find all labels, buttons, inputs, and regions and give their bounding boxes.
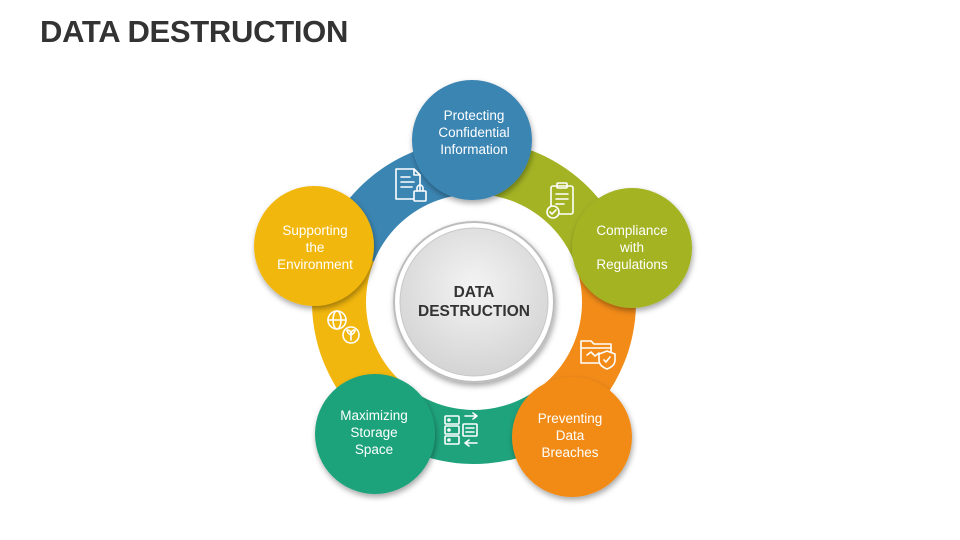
segment-label-maximizing: Maximizing Storage Space [340, 407, 408, 457]
segment-label-compliance: Compliance with Regulations [596, 222, 668, 272]
page-title: DATA DESTRUCTION [40, 14, 349, 49]
circle-yellow [254, 186, 374, 306]
circle-blue [412, 80, 532, 200]
server-transfer-icon [444, 412, 478, 447]
segment-circles [254, 80, 692, 497]
center-hub [366, 194, 582, 410]
segment-label-protecting: Protecting Confidential Information [438, 107, 510, 157]
folder-shield-icon [580, 340, 616, 370]
circle-orange [512, 377, 632, 497]
clipboard-check-icon [546, 182, 574, 219]
document-lock-icon [395, 168, 427, 202]
center-disc [399, 227, 549, 377]
segment-label-supporting: Supporting the Environment [277, 222, 353, 272]
center-label: DATA DESTRUCTION [418, 284, 530, 320]
segment-label-preventing: Preventing Data Breaches [537, 410, 603, 460]
globe-leaf-icon [327, 310, 360, 344]
circle-green [572, 188, 692, 308]
segment-icons [327, 168, 616, 447]
circle-teal [315, 374, 435, 494]
